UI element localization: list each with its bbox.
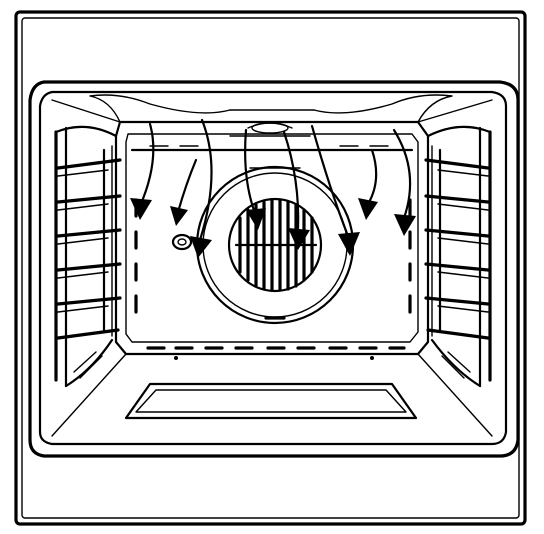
convection-fan-icon [195, 165, 355, 325]
fan-grille [234, 198, 318, 292]
top-element-slots [149, 122, 389, 147]
airflow-arrow-icon [392, 128, 416, 236]
right-rack-rungs [424, 158, 490, 340]
airflow-arrow-icon [310, 124, 360, 256]
airflow-arrow-icon [130, 122, 155, 220]
oven-floor-plate [124, 382, 418, 420]
airflow-arrows [130, 118, 416, 258]
airflow-arrow-icon [190, 118, 213, 258]
airflow-arrow-icon [282, 130, 310, 250]
airflow-arrow-icon [170, 158, 198, 226]
bottom-left-perspective-edge [51, 353, 127, 437]
back-wall-bottom-slots [146, 346, 406, 360]
ceiling-air-ducts [89, 94, 453, 123]
cavity-opening [28, 80, 520, 458]
top-left-perspective-edge [51, 99, 121, 123]
airflow-arrow-icon [244, 128, 266, 230]
oven-outer-frame [14, 10, 527, 526]
airflow-arrow-icon [358, 148, 378, 220]
back-wall-inner-edge [125, 133, 419, 343]
top-right-perspective-edge [417, 99, 493, 123]
oven-lamp-icon [171, 233, 193, 251]
left-rack-rungs [56, 158, 122, 340]
shelf-rack-right [424, 125, 492, 388]
shelf-rack-left [54, 125, 122, 388]
bottom-right-perspective-edge [417, 353, 493, 437]
cavity-opening-inner-line [38, 90, 508, 446]
